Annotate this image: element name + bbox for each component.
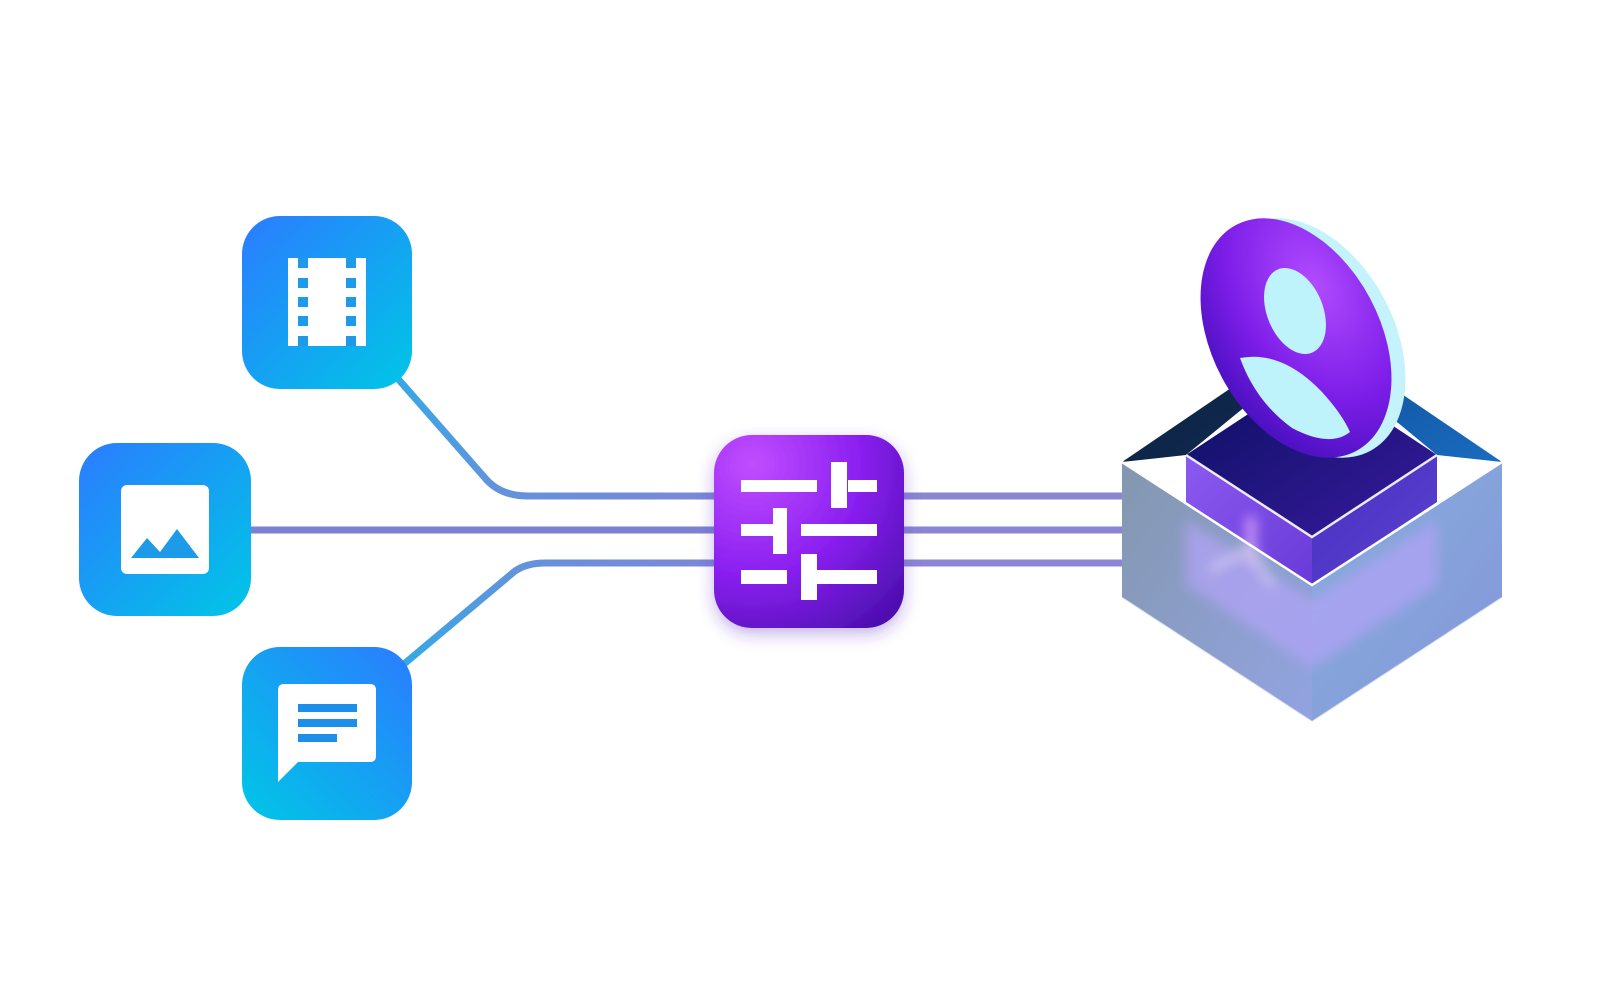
image-icon xyxy=(121,485,209,574)
user-avatar-icon xyxy=(1200,218,1406,458)
box-inner-wall-right xyxy=(1312,455,1437,585)
connector-video-to-hub xyxy=(389,369,720,500)
text-input-node xyxy=(242,647,412,820)
chat-message-icon xyxy=(278,684,376,782)
connectors xyxy=(250,369,1122,667)
video-input-node xyxy=(242,216,412,389)
processor-hub-node xyxy=(714,435,904,628)
connector-text-to-hub xyxy=(401,559,720,667)
sliders-icon xyxy=(741,462,877,600)
output-box-node xyxy=(1121,218,1503,724)
image-input-node xyxy=(79,443,251,616)
